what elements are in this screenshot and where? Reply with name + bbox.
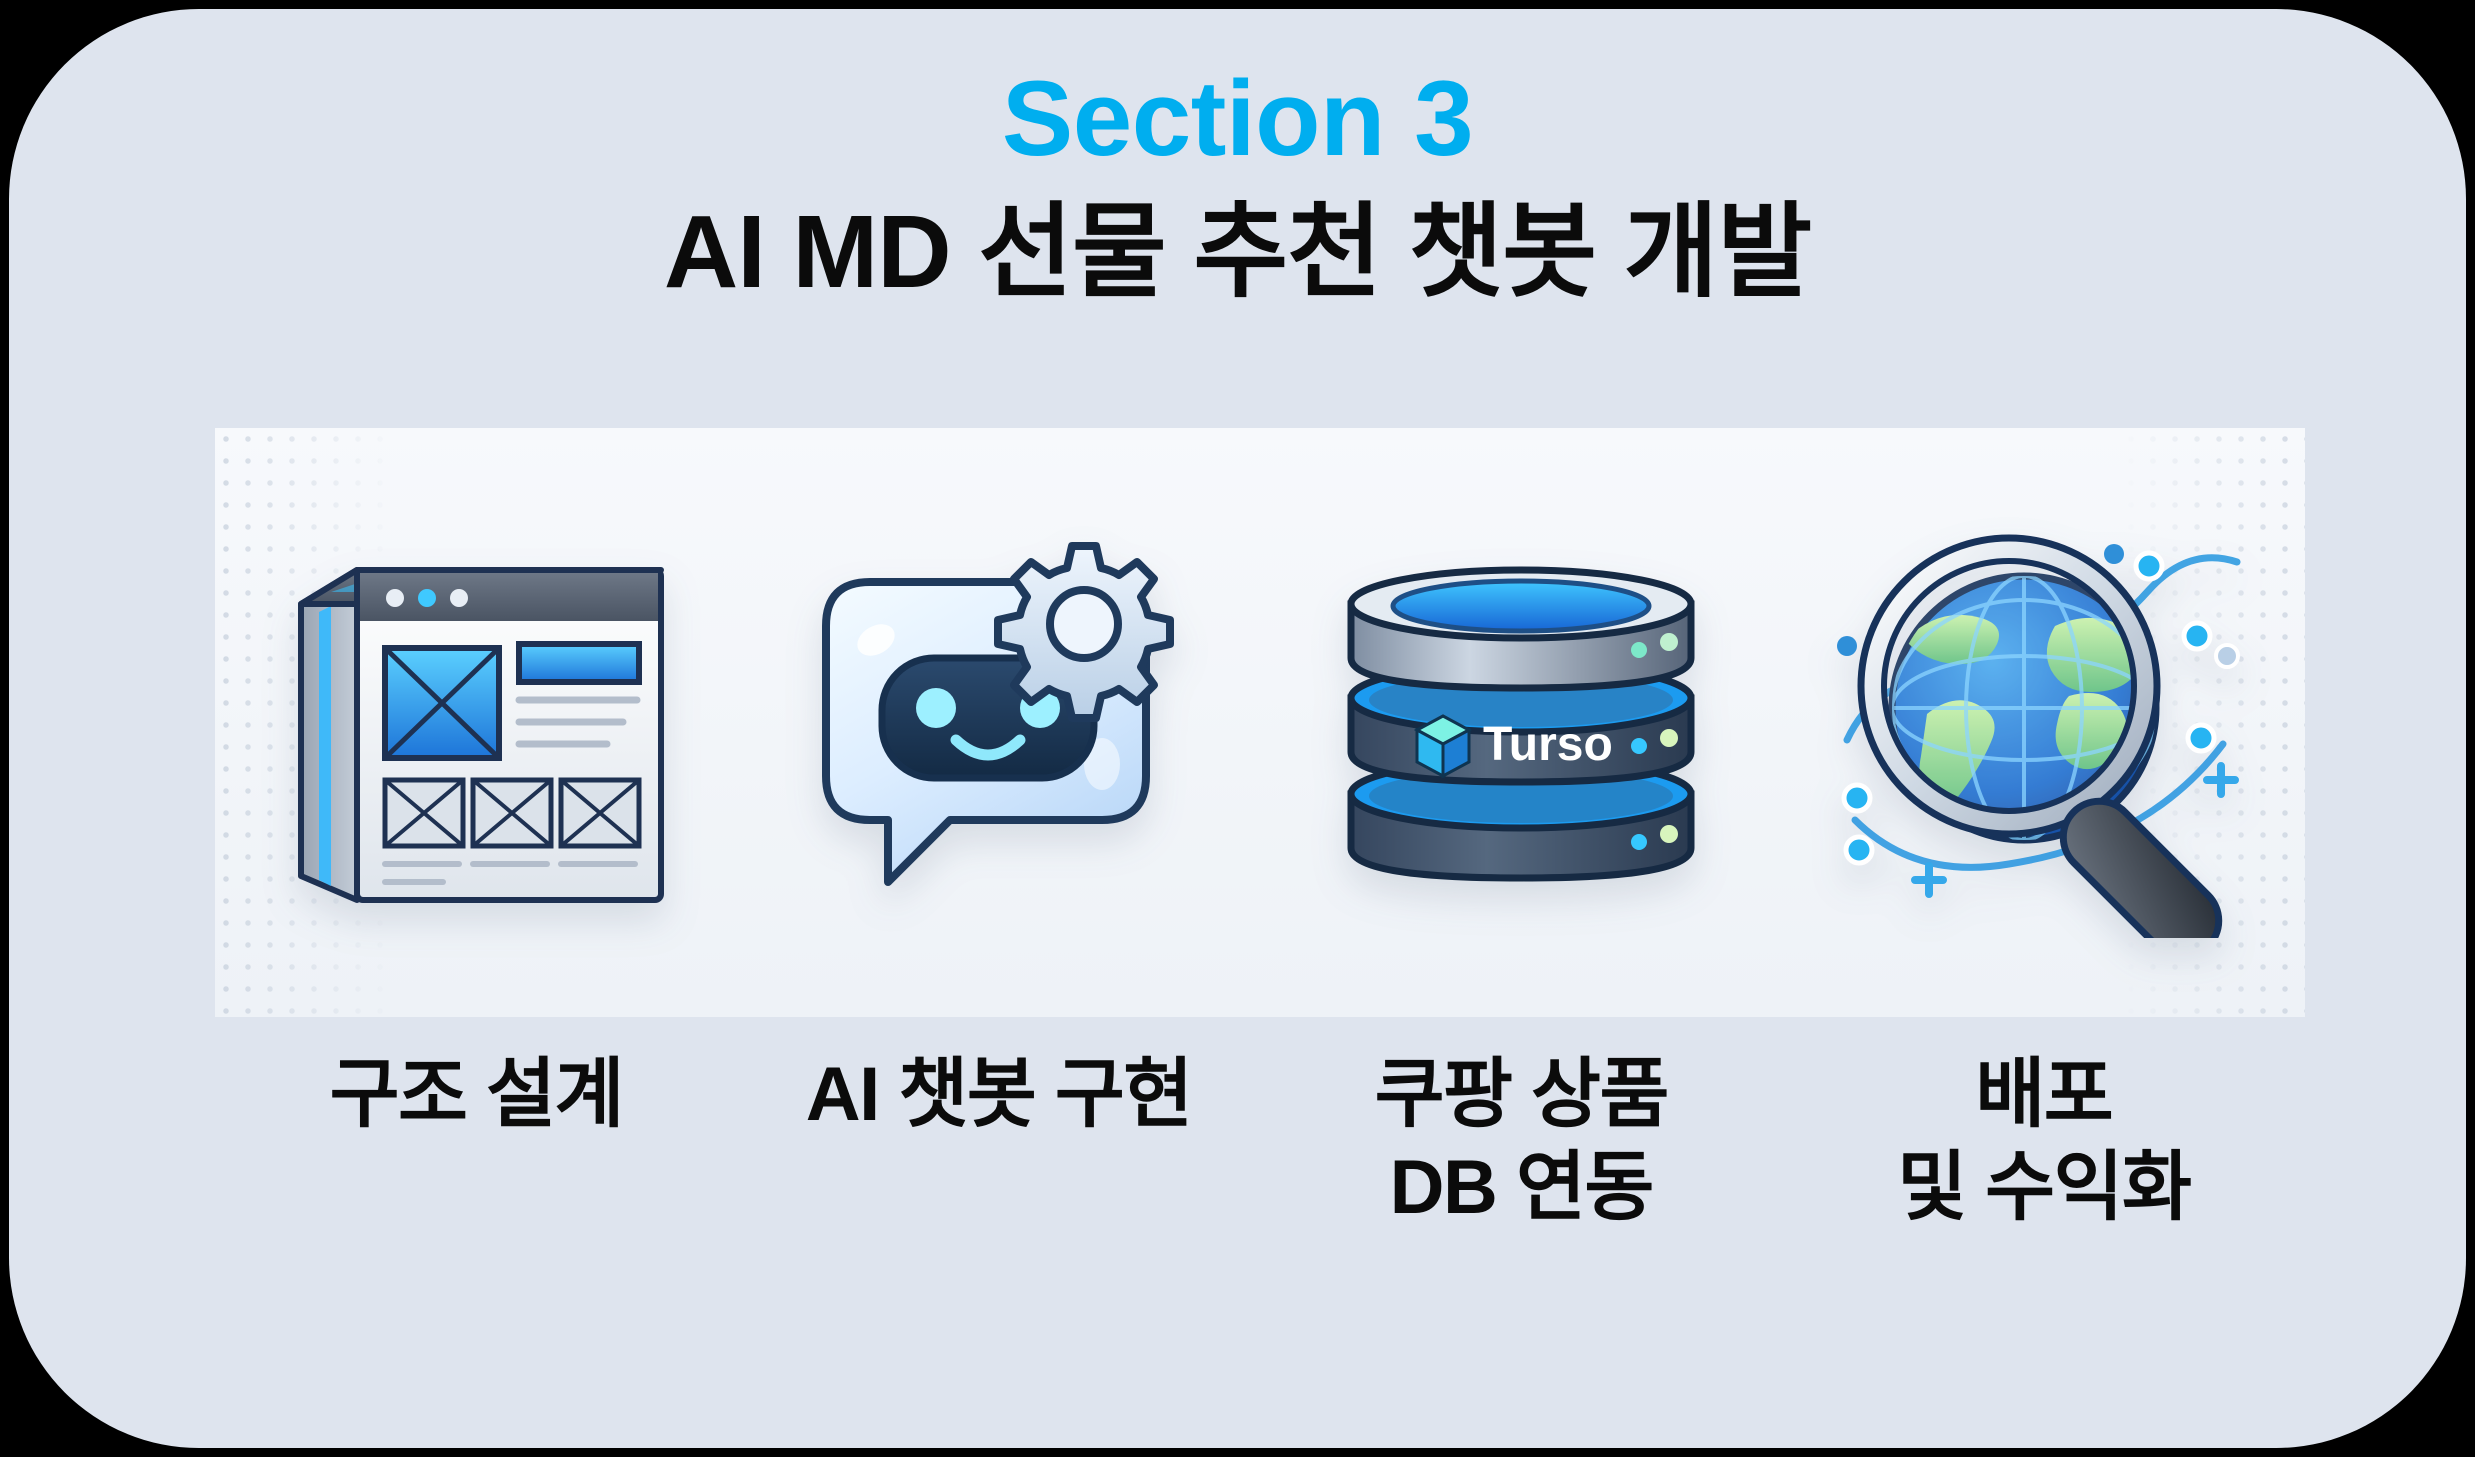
step-label-2: AI 챗봇 구현 xyxy=(759,1049,1239,1142)
chatbot-gear-icon xyxy=(784,508,1214,938)
step-label-3-line1: 쿠팡 상품 xyxy=(1374,1052,1670,1137)
page-title: AI MD 선물 추천 챗봇 개발 xyxy=(663,194,1812,309)
step-label-2-line1: AI 챗봇 구현 xyxy=(805,1052,1193,1137)
wireframe-window-icon xyxy=(261,508,691,938)
step-label-4-line2: 및 수익화 xyxy=(1897,1144,2192,1230)
step-icon-2 xyxy=(759,463,1239,983)
slide-card: Section 3 AI MD 선물 추천 챗봇 개발 xyxy=(9,9,2466,1448)
step-label-4: 배포 및 수익화 xyxy=(1804,1049,2284,1234)
step-label-4-line1: 배포 xyxy=(1975,1052,2113,1137)
illustration-strip: Turso xyxy=(215,428,2305,1017)
turso-logo-text: Turso xyxy=(1483,718,1613,771)
step-label-3-line2: DB 연동 xyxy=(1389,1144,1655,1230)
heading-block: Section 3 AI MD 선물 추천 챗봇 개발 xyxy=(9,58,2466,309)
caption-row: 구조 설계 AI 챗봇 구현 쿠팡 상품 DB 연동 배포 및 수익화 xyxy=(215,1049,2305,1234)
step-label-1-line1: 구조 설계 xyxy=(329,1052,625,1137)
step-label-3: 쿠팡 상품 DB 연동 xyxy=(1281,1049,1761,1234)
globe-magnifier-icon xyxy=(1819,508,2269,938)
step-icon-1 xyxy=(236,463,716,983)
section-kicker: Section 3 xyxy=(1001,58,1474,178)
database-turso-icon: Turso xyxy=(1321,508,1721,938)
step-icon-4 xyxy=(1804,463,2284,983)
step-icon-3: Turso xyxy=(1281,463,1761,983)
step-label-1: 구조 설계 xyxy=(236,1049,716,1142)
